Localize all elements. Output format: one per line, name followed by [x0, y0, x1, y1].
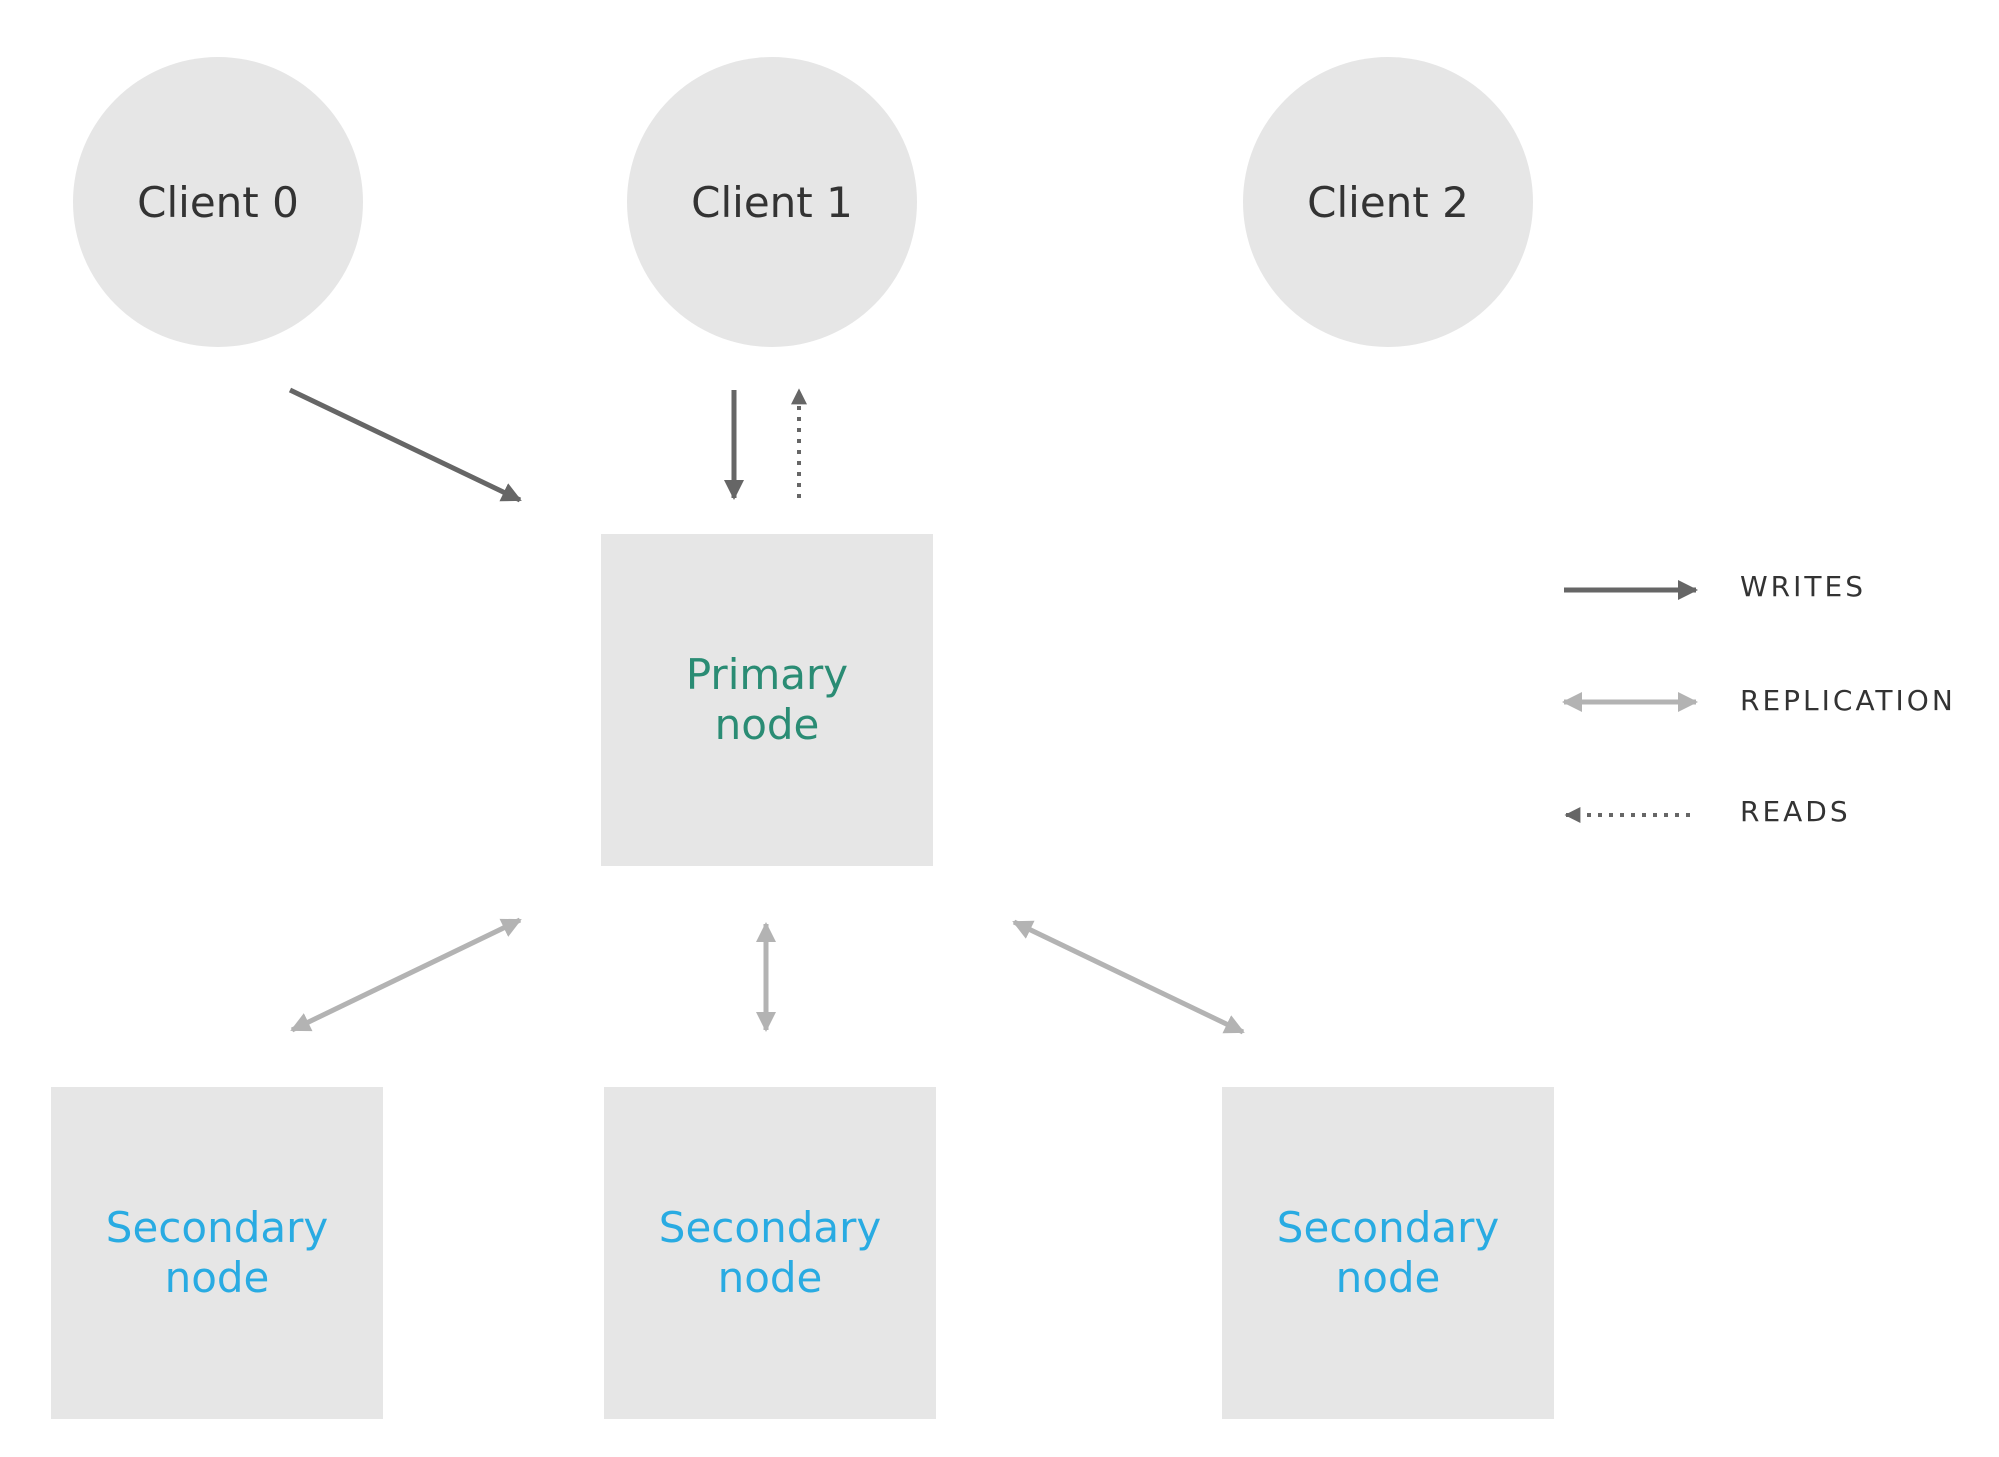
legend-replication-label: REPLICATION [1740, 684, 1956, 717]
client-2-label: Client 2 [1307, 177, 1469, 227]
secondary-node-2-label-line2: node [1335, 1253, 1441, 1302]
secondary-node-0-label-line1: Secondary [105, 1203, 329, 1252]
secondary-node-0-label-line2: node [164, 1253, 270, 1302]
secondary-node-1-label-line2: node [717, 1253, 823, 1302]
secondary-node-0-label: Secondary node [106, 1203, 328, 1303]
replication-arrow-right [1012, 919, 1245, 1035]
client-0-label: Client 0 [137, 177, 299, 227]
secondary-node-2-label-line1: Secondary [1276, 1203, 1500, 1252]
secondary-node-1-label: Secondary node [659, 1203, 881, 1303]
primary-node-label: Primary node [686, 650, 848, 750]
secondary-node-2-label: Secondary node [1277, 1203, 1499, 1303]
primary-node-label-line1: Primary [685, 650, 849, 699]
client-0: Client 0 [73, 57, 363, 347]
legend-reads-label: READS [1740, 795, 1851, 828]
secondary-node-1: Secondary node [604, 1087, 936, 1419]
secondary-node-2: Secondary node [1222, 1087, 1554, 1419]
client-1: Client 1 [627, 57, 917, 347]
write-arrow-client0 [288, 387, 522, 503]
secondary-node-0: Secondary node [51, 1087, 383, 1419]
client-2: Client 2 [1243, 57, 1533, 347]
replication-arrow-left [290, 917, 522, 1033]
primary-node-label-line2: node [714, 700, 820, 749]
secondary-node-1-label-line1: Secondary [658, 1203, 882, 1252]
primary-node: Primary node [601, 534, 933, 866]
legend-writes-label: WRITES [1740, 570, 1866, 603]
client-1-label: Client 1 [691, 177, 853, 227]
